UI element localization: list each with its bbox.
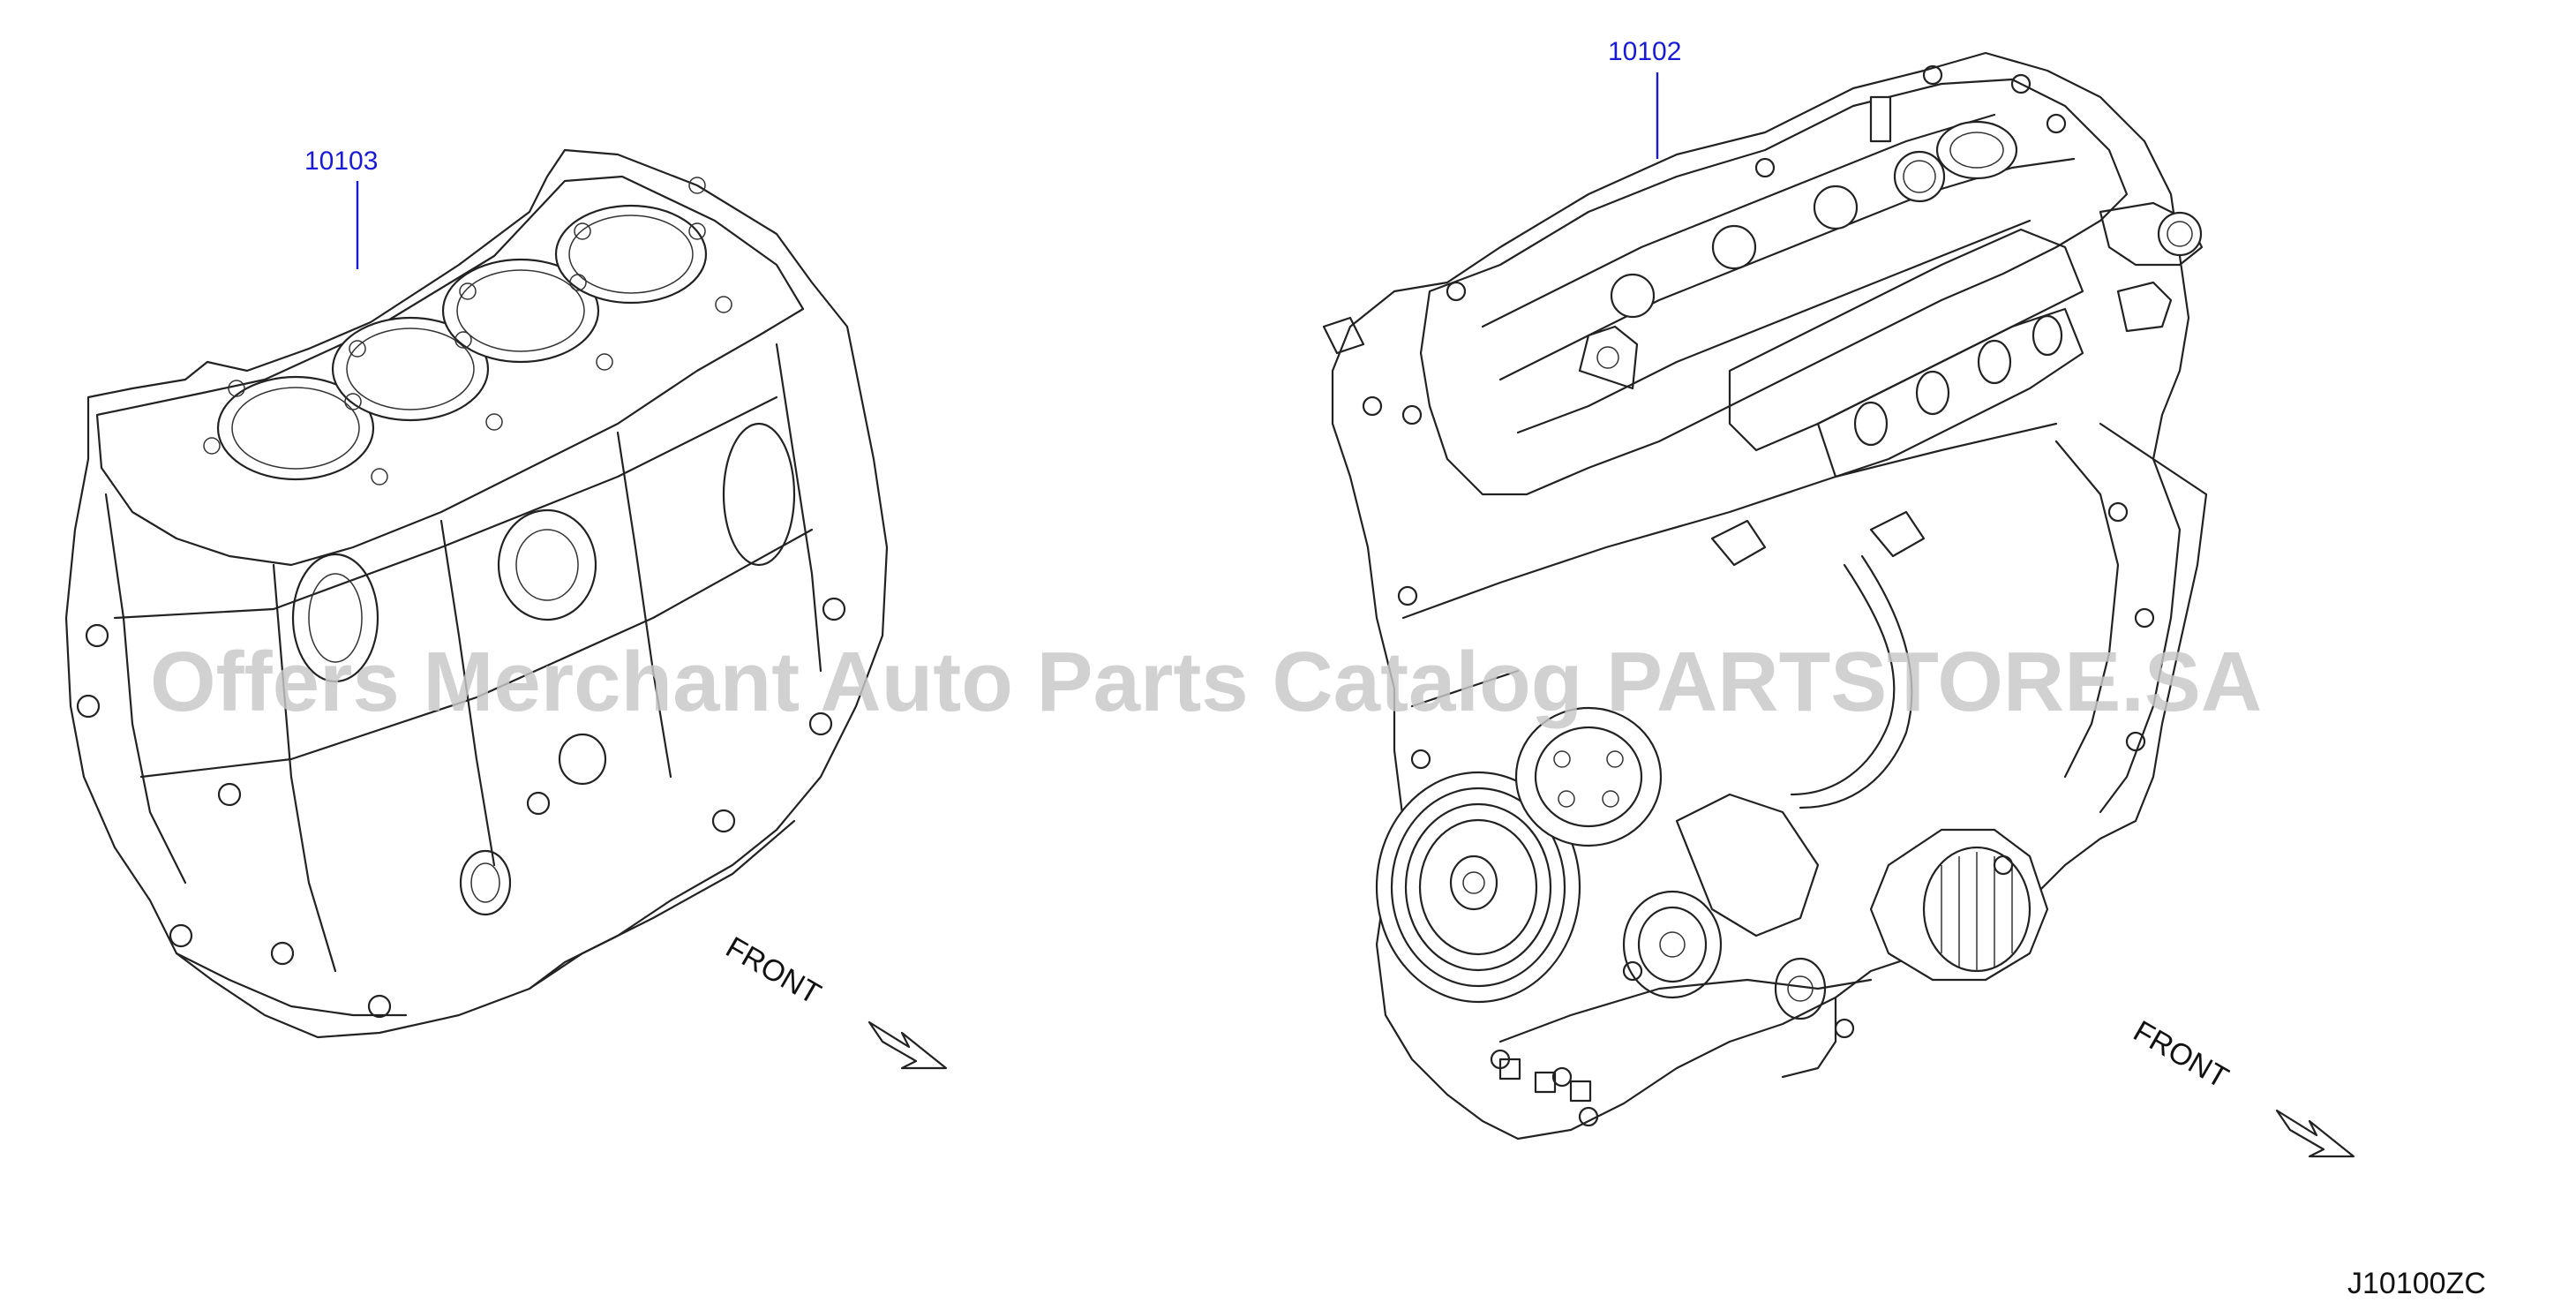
short-block-illustration [64, 148, 889, 1039]
front-label-right: FRONT [2128, 1014, 2234, 1095]
front-arrow-right-icon [2275, 1109, 2355, 1158]
diagram-code: J10100ZC [2347, 1267, 2486, 1300]
long-block-illustration [1322, 51, 2208, 1141]
front-label-left: FRONT [720, 930, 826, 1011]
front-arrow-left-icon [867, 1020, 948, 1070]
watermark-text: Offers Merchant Auto Parts Catalog PARTS… [150, 635, 2262, 729]
callout-10103[interactable]: 10103 [304, 147, 378, 176]
callout-10102[interactable]: 10102 [1608, 37, 1681, 66]
